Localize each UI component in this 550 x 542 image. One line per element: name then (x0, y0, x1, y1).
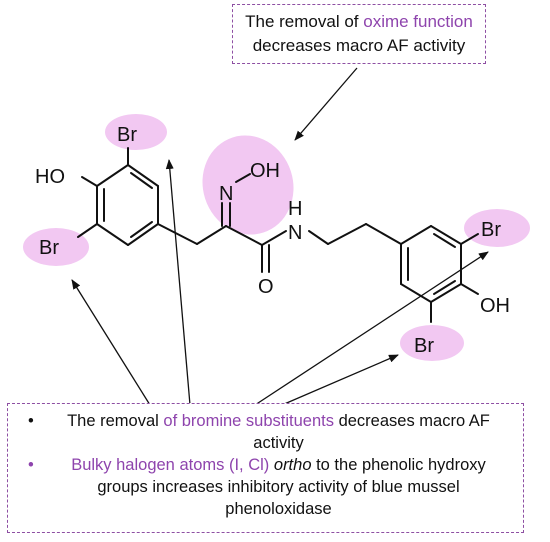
arrow-to-br-top-left (165, 159, 191, 406)
atom-br-right-top: Br (481, 219, 501, 241)
bromine-note-item-1: • The removal of bromine substituents dec… (28, 410, 513, 454)
br-top-left-highlight (105, 114, 167, 150)
item1-suffix: decreases macro AF activity (253, 412, 490, 452)
arrow-to-oxime (294, 67, 358, 141)
arrow-to-br-right-bottom (281, 354, 399, 406)
atom-amide-n: N (288, 222, 302, 244)
atom-br-left: Br (39, 237, 59, 259)
arrow-to-br-right-top (254, 251, 489, 406)
atom-oxime-n: N (219, 183, 233, 205)
atom-oxime-oh: OH (250, 160, 280, 182)
bromine-note-box: • The removal of bromine substituents dec… (7, 403, 524, 533)
atom-ho-left: HO (35, 166, 65, 188)
oxime-note-line1: The removal of oxime function (233, 10, 485, 34)
br-right-bottom-highlight (400, 325, 464, 361)
atom-br-right-bottom: Br (414, 335, 434, 357)
bonds (77, 147, 479, 323)
arrows (71, 67, 489, 406)
br-left-highlight (23, 228, 89, 266)
item2-italic: ortho (273, 456, 312, 474)
item2-suffix: to the phenolic hydroxy groups increases… (97, 456, 486, 518)
atom-amide-h: H (288, 198, 302, 220)
oxime-note-line2: decreases macro AF activity (252, 36, 466, 55)
br-right-top-highlight (464, 209, 530, 247)
atom-carbonyl-o: O (258, 276, 274, 298)
item2-highlight: Bulky halogen atoms (I, Cl) (71, 456, 270, 474)
oxime-highlight (202, 135, 294, 235)
oxime-note-prefix: The removal of (245, 12, 364, 31)
bromine-note-item-2: • Bulky halogen atoms (I, Cl) ortho to th… (28, 454, 513, 520)
atom-oh-right: OH (480, 295, 510, 317)
arrow-to-br-left (71, 279, 151, 406)
oxime-note-box: The removal of oxime function decreases … (232, 4, 486, 64)
atom-br-top-left: Br (117, 124, 137, 146)
item1-highlight: of bromine substituents (163, 412, 334, 430)
item1-prefix: The removal (67, 412, 164, 430)
oxime-note-highlight: oxime function (363, 12, 473, 31)
bullet-2: • (28, 456, 34, 474)
bullet-1: • (28, 412, 34, 430)
